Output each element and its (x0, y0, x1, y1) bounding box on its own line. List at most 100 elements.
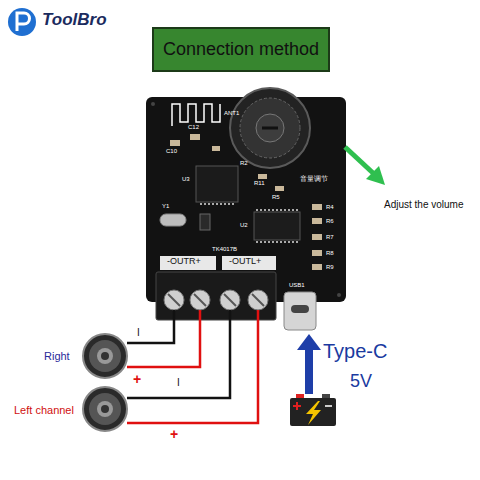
blue-arrow (297, 334, 321, 350)
components (312, 250, 322, 256)
components (200, 203, 234, 205)
title: Connection method (163, 39, 319, 60)
silkscreen-label: C12 (188, 124, 199, 131)
speaker-icon (101, 352, 109, 360)
silkscreen-label: 音量调节 (300, 175, 328, 183)
silkscreen-label: R6 (326, 218, 334, 225)
battery-icon (296, 402, 298, 410)
terminal-block (160, 256, 216, 270)
silkscreen-label: R11 (254, 180, 265, 187)
components (312, 218, 322, 224)
wires (127, 310, 258, 423)
green-arrow (366, 166, 385, 185)
terminal-block (168, 294, 180, 306)
silkscreen-label: R4 (326, 204, 334, 211)
components (200, 214, 210, 230)
speaker-icon (89, 393, 121, 425)
volume-knob (256, 114, 284, 142)
silkscreen-label: R2 (240, 160, 248, 167)
silkscreen-label: U2 (240, 222, 248, 229)
battery-icon (325, 405, 332, 407)
callout-text: Adjust the volume (384, 199, 464, 210)
usb-c-port (284, 292, 316, 330)
volume-knob (230, 88, 310, 168)
speaker-icon (97, 348, 113, 364)
components (254, 212, 300, 240)
terminal-block (224, 294, 236, 306)
battery-icon (306, 401, 321, 425)
components (312, 204, 322, 210)
voltage-label: 5V (350, 372, 372, 392)
components (256, 241, 298, 243)
silkscreen-label: R7 (326, 234, 334, 241)
green-arrow (345, 147, 373, 173)
terminal-label: -OUTR+ (167, 257, 201, 267)
brand-logo: ToolBro (42, 11, 107, 30)
blue-arrow (305, 348, 313, 394)
battery-icon (290, 394, 336, 426)
title-banner: Connection method (152, 27, 330, 72)
speaker-icon (97, 401, 113, 417)
antenna-trace (172, 104, 220, 126)
brand-icon (17, 13, 30, 31)
components (275, 186, 284, 191)
volume-knob (240, 98, 300, 158)
circuit-board (151, 102, 155, 106)
volume-knob (230, 88, 310, 168)
circuit-board (146, 97, 346, 302)
battery-icon (296, 394, 304, 398)
components (160, 214, 186, 226)
terminal-block (164, 290, 184, 310)
usb-c-port (284, 292, 316, 330)
wires (127, 310, 258, 423)
silkscreen-label: Y1 (162, 203, 169, 210)
battery-icon (322, 394, 330, 398)
usb-c-port (291, 305, 309, 313)
antenna-trace (172, 104, 220, 126)
components (212, 146, 220, 151)
silkscreen-label: ANT1 (224, 110, 239, 117)
components (170, 140, 180, 146)
components (256, 209, 298, 211)
terminal-block (248, 290, 268, 310)
brand-icon (8, 8, 36, 36)
connector-label: Type-C (323, 340, 387, 362)
polarity-mark: I (137, 327, 140, 338)
speaker-icon (83, 387, 127, 431)
polarity-mark: + (170, 427, 178, 442)
components (190, 134, 200, 140)
wires (127, 310, 230, 398)
wires (127, 310, 200, 367)
silkscreen-label: R9 (326, 264, 334, 271)
silkscreen-label: USB1 (289, 282, 305, 289)
blue-arrow (297, 334, 321, 394)
polarity-mark: + (133, 372, 141, 387)
silkscreen-label: C10 (166, 148, 177, 155)
battery-icon (290, 398, 336, 426)
brand-icon (8, 8, 36, 36)
terminal-block (220, 290, 240, 310)
speaker-icon (89, 340, 121, 372)
components (312, 234, 322, 240)
components (196, 166, 238, 202)
silkscreen-label: TK4017B (212, 246, 237, 253)
channel-label: Left channel (14, 404, 74, 416)
speaker-icon (83, 334, 127, 431)
silkscreen-label: R8 (326, 250, 334, 257)
terminal-label: -OUTL+ (229, 257, 261, 267)
circuit-board (146, 97, 346, 302)
circuit-board (337, 293, 341, 297)
volume-knob (262, 127, 278, 130)
green-arrow (345, 147, 385, 185)
channel-label: Right (44, 350, 70, 362)
components (258, 174, 267, 179)
components (312, 264, 322, 270)
speaker-icon (101, 405, 109, 413)
silkscreen-label: U3 (182, 176, 190, 183)
terminal-block (194, 294, 206, 306)
polarity-mark: I (177, 377, 180, 388)
speaker-icon (83, 334, 127, 378)
wires (127, 310, 174, 343)
terminal-block (222, 256, 276, 270)
terminal-block (252, 294, 264, 306)
